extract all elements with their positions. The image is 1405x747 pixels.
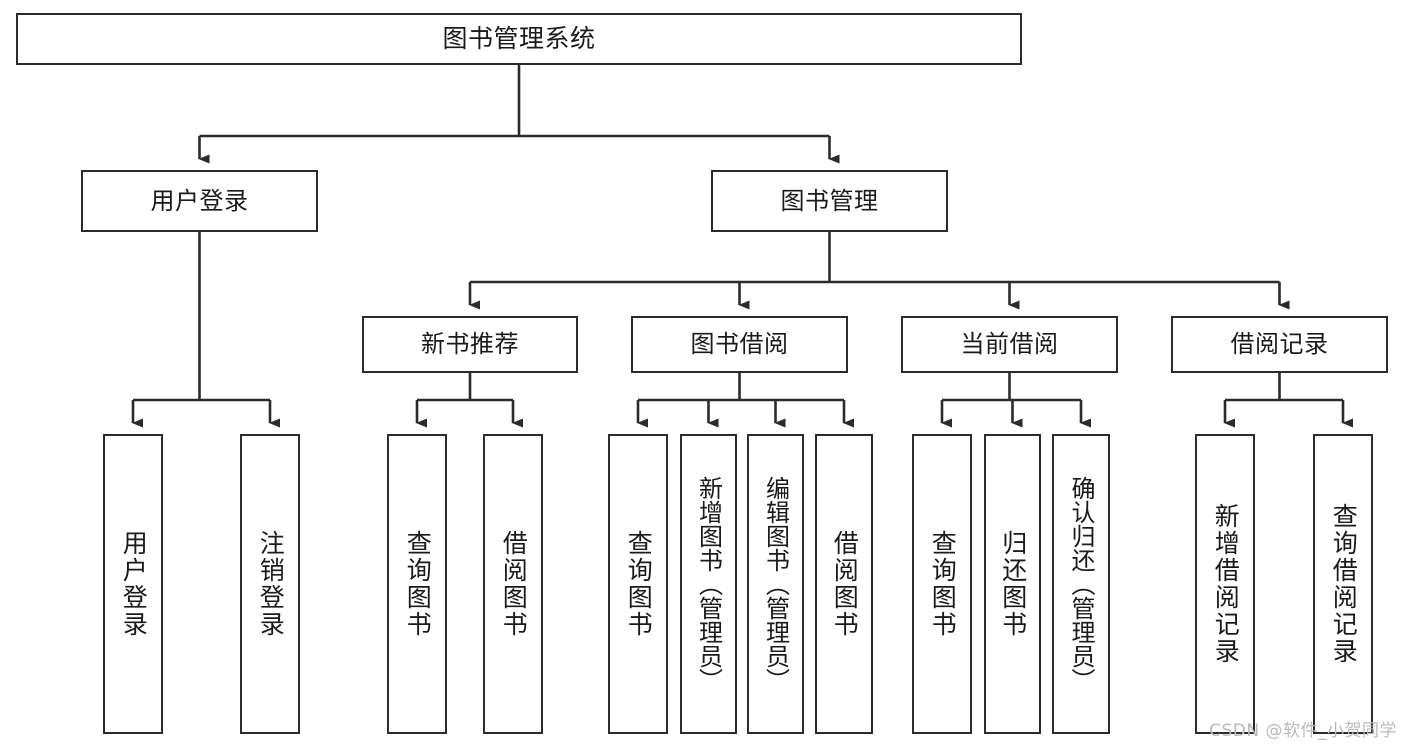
node-leaf-add-book[interactable]: 新增图书（管理员） [680,434,737,734]
node-label: 查询图书 [624,530,654,638]
node-label: 查询图书 [403,530,433,638]
node-label: 新增借阅记录 [1211,503,1241,665]
node-label: 确认归还（管理员） [1067,476,1095,692]
node-label: 借阅图书 [499,530,529,638]
node-label: 用户登录 [119,530,149,638]
node-label: 借阅图书 [830,530,860,638]
node-label: 当前借阅 [960,330,1059,359]
node-root[interactable]: 图书管理系统 [16,13,1022,65]
node-newbooks[interactable]: 新书推荐 [362,316,578,373]
node-leaf-borrow-book-1[interactable]: 借阅图书 [483,434,543,734]
node-leaf-add-record[interactable]: 新增借阅记录 [1195,434,1255,734]
node-label: 用户登录 [150,186,249,215]
node-label: 新增图书（管理员） [694,476,723,692]
node-borrow[interactable]: 图书借阅 [631,316,848,373]
node-label: 注销登录 [256,530,286,638]
node-leaf-return-book[interactable]: 归还图书 [984,434,1041,734]
node-label: 编辑图书（管理员） [761,476,790,692]
node-leaf-query-book-3[interactable]: 查询图书 [912,434,972,734]
node-label: 图书管理系统 [442,24,596,54]
node-label: 新书推荐 [421,330,519,359]
node-leaf-edit-book[interactable]: 编辑图书（管理员） [747,434,804,734]
node-label: 查询图书 [928,530,958,638]
node-records[interactable]: 借阅记录 [1171,316,1388,373]
node-leaf-confirm-return[interactable]: 确认归还（管理员） [1052,434,1110,734]
node-label: 归还图书 [998,530,1028,638]
node-label: 借阅记录 [1230,330,1329,359]
node-label: 图书借阅 [690,330,789,359]
node-login[interactable]: 用户登录 [81,170,318,232]
node-leaf-user-login[interactable]: 用户登录 [103,434,163,734]
node-label: 图书管理 [780,186,879,215]
node-leaf-query-record[interactable]: 查询借阅记录 [1313,434,1373,734]
node-current[interactable]: 当前借阅 [901,316,1118,373]
node-label: 查询借阅记录 [1329,503,1359,665]
node-leaf-query-book-1[interactable]: 查询图书 [387,434,447,734]
node-leaf-query-book-2[interactable]: 查询图书 [608,434,668,734]
node-leaf-borrow-book-2[interactable]: 借阅图书 [815,434,873,734]
node-leaf-user-logout[interactable]: 注销登录 [240,434,300,734]
csdn-watermark: CSDN @软件_小贺同学 [1209,721,1397,741]
node-bookmgmt[interactable]: 图书管理 [711,170,948,232]
